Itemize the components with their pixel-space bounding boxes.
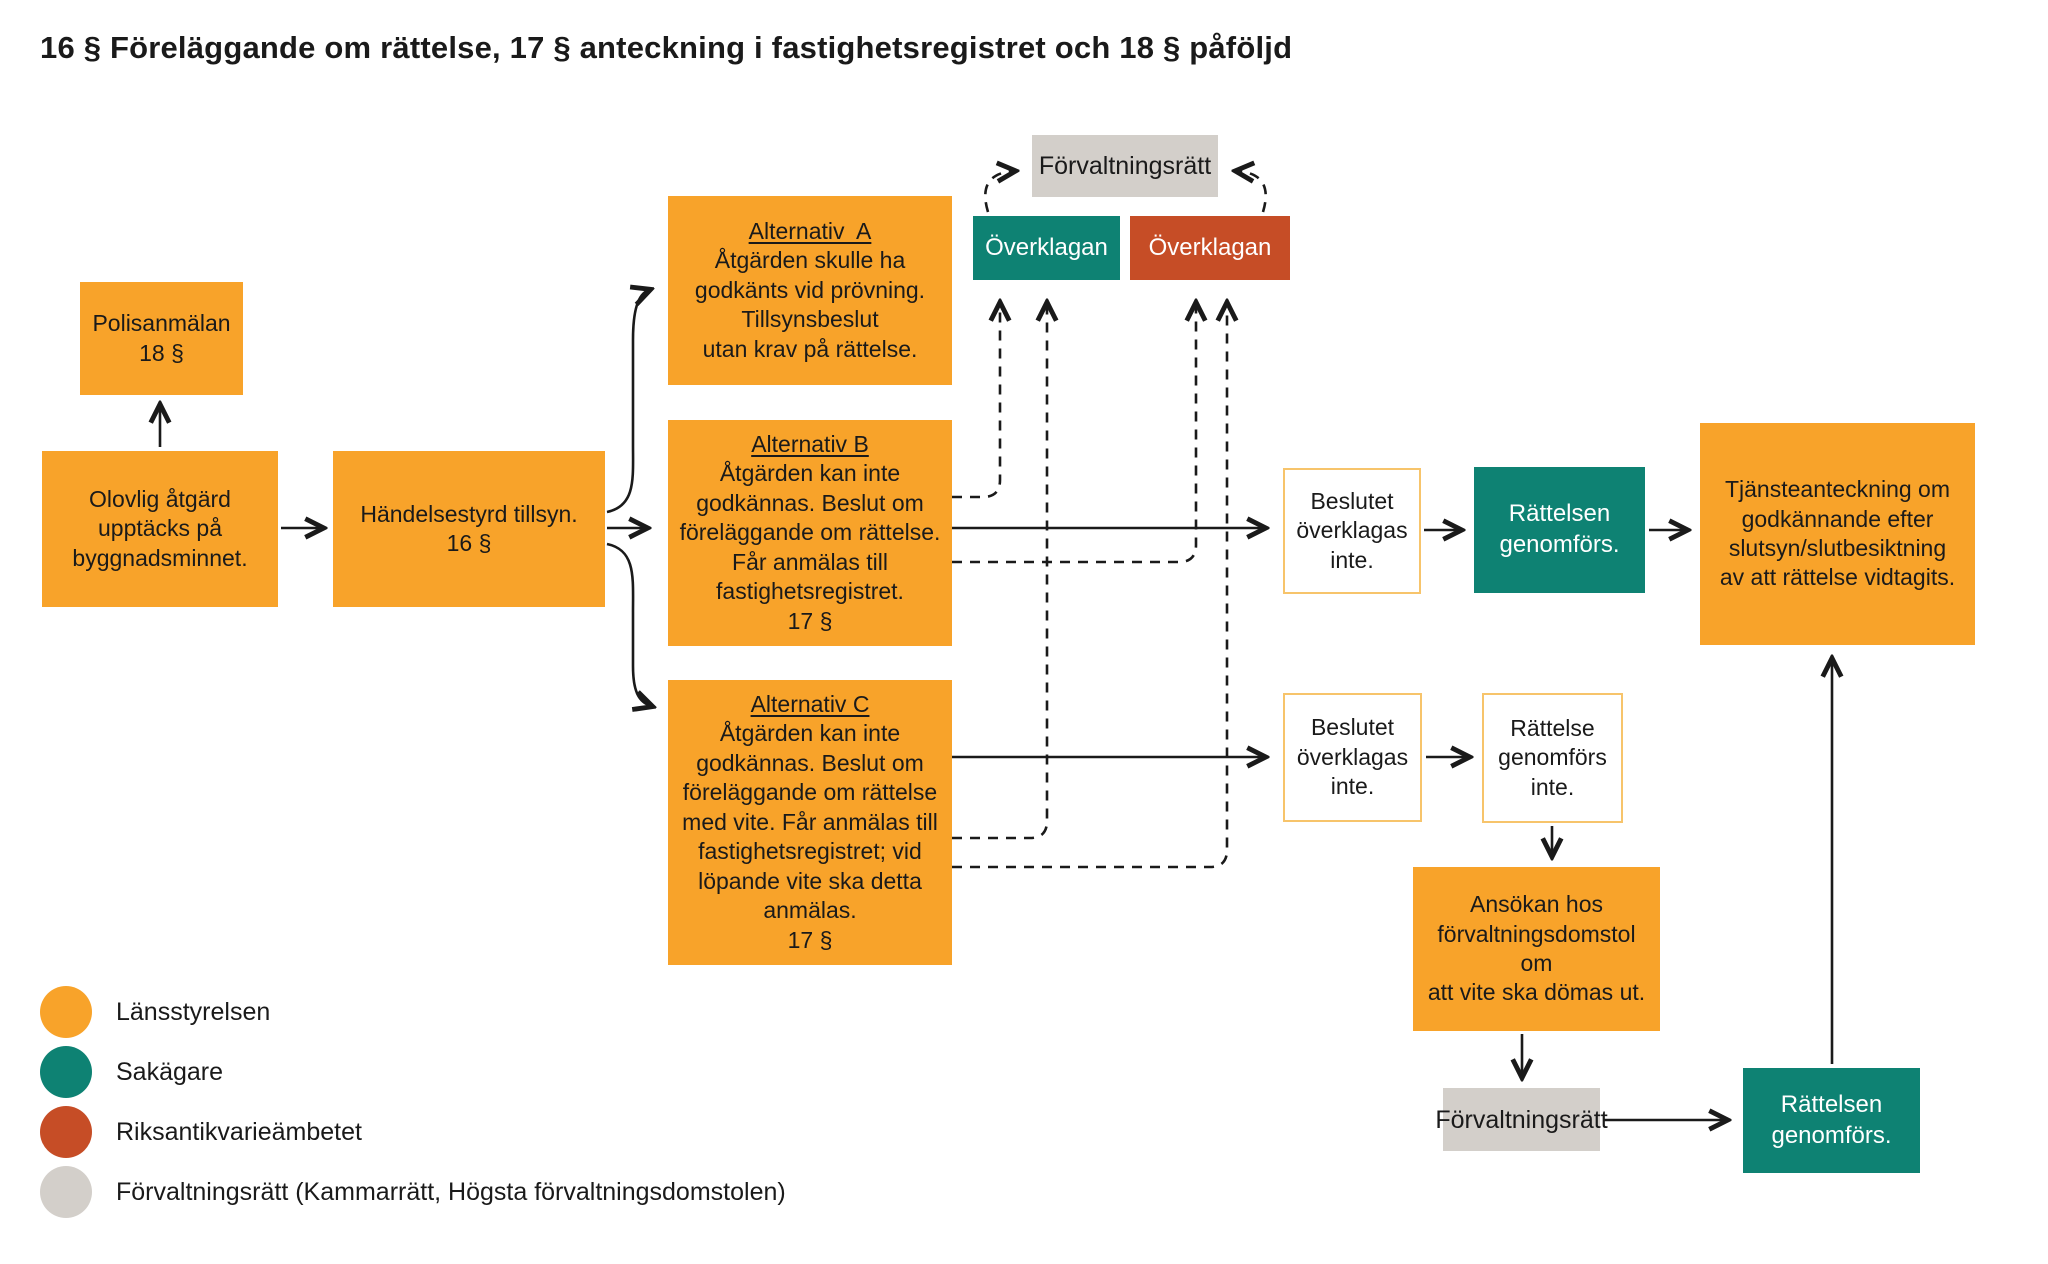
legend-label: Sakägare [116, 1057, 224, 1086]
rattelsen-genomfors-b-box: Rättelsen genomförs. [1474, 467, 1645, 593]
alternativ-b-body: Åtgärden kan inte godkännas. Beslut om f… [679, 460, 941, 634]
arrow-alt-c-to-overklagan-raa [952, 304, 1227, 869]
sakagare-color-dot [40, 1046, 92, 1098]
forvaltningsratt-top-box: Förvaltningsrätt [1032, 135, 1218, 197]
arrow-handelsestyrd-to-alt-a [606, 290, 649, 514]
legend-label: Förvaltningsrätt (Kammarrätt, Högsta för… [116, 1177, 786, 1206]
alternativ-c-box: Alternativ C Åtgärden kan inte godkännas… [668, 680, 952, 965]
lansstyrelsen-color-dot [40, 986, 92, 1038]
olovlig-atgard-box: Olovlig åtgärd upptäcks på byggnadsminne… [42, 451, 278, 607]
alternativ-c-heading: Alternativ C [750, 691, 870, 718]
ansokan-box: Ansökan hos förvaltningsdomstol om att v… [1413, 867, 1660, 1031]
rattelse-genomfors-inte-box: Rättelse genomförs inte. [1482, 693, 1623, 823]
legend-label: Riksantikvarieämbetet [116, 1117, 362, 1146]
legend: Länsstyrelsen Sakägare Riksantikvarieämb… [40, 986, 786, 1226]
alternativ-a-body: Åtgärden skulle ha godkänts vid prövning… [694, 247, 926, 362]
beslutet-overklagas-inte-c-box: Beslutet överklagas inte. [1283, 693, 1422, 822]
polisanmalan-box: Polisanmälan 18 § [80, 282, 243, 395]
page-title: 16 § Föreläggande om rättelse, 17 § ante… [40, 30, 1293, 65]
overklagan-sakagare-box: Överklagan [973, 216, 1120, 280]
forvaltningsratt-bottom-box: Förvaltningsrätt [1435, 1088, 1608, 1151]
alternativ-b-heading: Alternativ B [751, 430, 869, 457]
legend-item-forvaltningsratt: Förvaltningsrätt (Kammarrätt, Högsta för… [40, 1166, 786, 1218]
overklagan-riksantikvarieambetet-box: Överklagan [1130, 216, 1290, 280]
legend-item-lansstyrelsen: Länsstyrelsen [40, 986, 786, 1038]
arrow-alt-b-to-overklagan-sakagare [952, 304, 1000, 499]
arrow-alt-b-to-overklagan-raa [952, 304, 1196, 564]
tjansteanteckning-box: Tjänsteanteckning om godkännande efter s… [1700, 423, 1975, 645]
riksantikvarieambetet-color-dot [40, 1106, 92, 1158]
arrow-handelsestyrd-to-alt-c [606, 542, 651, 706]
alternativ-c-body: Åtgärden kan inte godkännas. Beslut om f… [682, 720, 938, 953]
beslutet-overklagas-inte-b-box: Beslutet överklagas inte. [1283, 468, 1421, 594]
forvaltningsratt-color-dot [40, 1166, 92, 1218]
alternativ-b-box: Alternativ B Åtgärden kan inte godkännas… [668, 420, 952, 646]
arrow-alt-c-to-overklagan-sakagare [952, 304, 1047, 840]
legend-label: Länsstyrelsen [116, 997, 271, 1026]
rattelsen-genomfors-bottom-box: Rättelsen genomförs. [1743, 1068, 1920, 1173]
arrow-overklagan-sakagare-to-forvaltningsratt [984, 171, 1014, 213]
alternativ-a-box: Alternativ A Åtgärden skulle ha godkänts… [668, 196, 952, 385]
arrow-overklagan-raa-to-forvaltningsratt [1237, 171, 1267, 213]
handelsestyrd-tillsyn-box: Händelsestyrd tillsyn. 16 § [333, 451, 605, 607]
legend-item-sakagare: Sakägare [40, 1046, 786, 1098]
legend-item-riksantikvarieambetet: Riksantikvarieämbetet [40, 1106, 786, 1158]
alternativ-a-heading: Alternativ A [748, 217, 872, 244]
